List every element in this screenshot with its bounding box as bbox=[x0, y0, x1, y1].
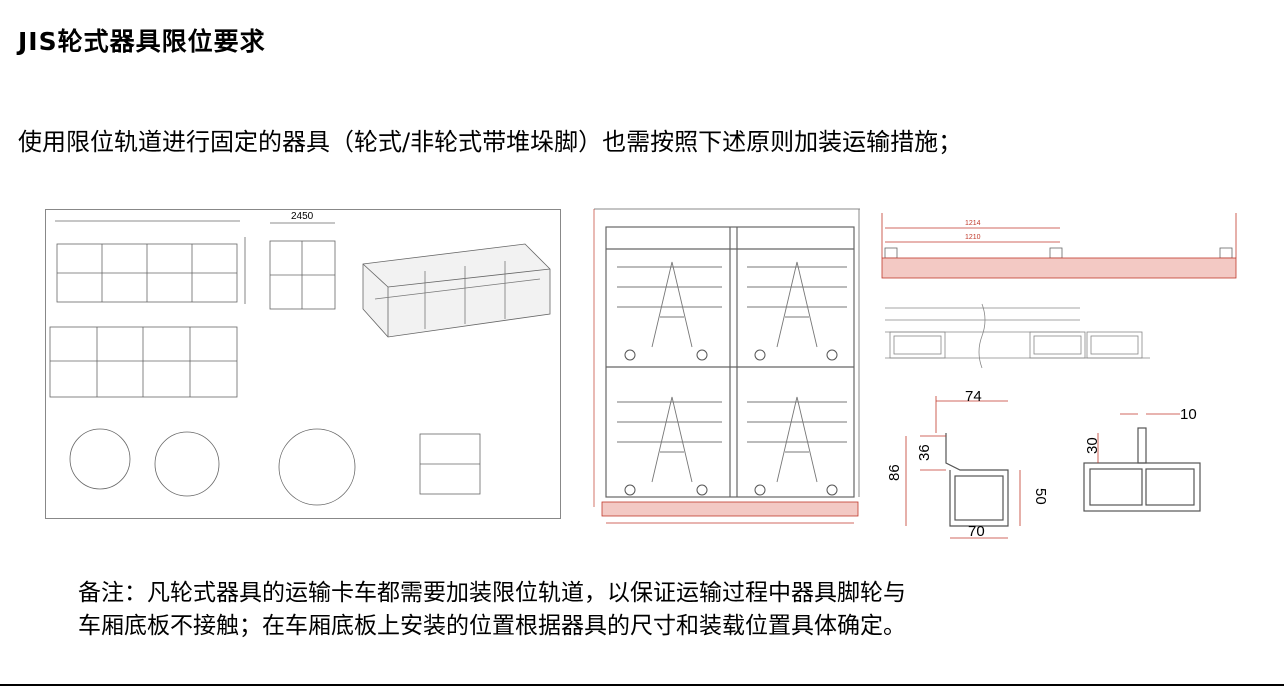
note-text: 备注：凡轮式器具的运输卡车都需要加装限位轨道，以保证运输过程中器具脚轮与 车厢底… bbox=[78, 577, 906, 643]
profile-dim-70: 70 bbox=[968, 523, 985, 540]
rail-section-drawings: 1214 1210 74 36 86 50 70 bbox=[881, 213, 1237, 540]
truck-layout-drawing: 2450 bbox=[45, 209, 561, 519]
note-line-1: 备注：凡轮式器具的运输卡车都需要加装限位轨道，以保证运输过程中器具脚轮与 bbox=[78, 580, 906, 606]
page-title: JIS轮式器具限位要求 bbox=[18, 27, 266, 56]
rail-dim-inner: 1210 bbox=[965, 234, 981, 241]
profile-dim-74: 74 bbox=[965, 388, 982, 405]
rail-dim-outer: 1214 bbox=[965, 220, 981, 227]
bottom-divider bbox=[0, 684, 1284, 686]
stacked-rack-drawing bbox=[593, 208, 860, 524]
profile-dim-30: 30 bbox=[1084, 437, 1101, 454]
top-width-dim: 2450 bbox=[291, 211, 314, 222]
profile-dim-86: 86 bbox=[886, 464, 903, 481]
profile-dim-36: 36 bbox=[916, 444, 933, 461]
profile-dim-10: 10 bbox=[1180, 406, 1197, 423]
intro-text: 使用限位轨道进行固定的器具（轮式/非轮式带堆垛脚）也需按照下述原则加装运输措施； bbox=[18, 128, 963, 156]
note-line-2: 车厢底板不接触；在车厢底板上安装的位置根据器具的尺寸和装载位置具体确定。 bbox=[78, 613, 906, 639]
profile-dim-50: 50 bbox=[1032, 488, 1049, 505]
